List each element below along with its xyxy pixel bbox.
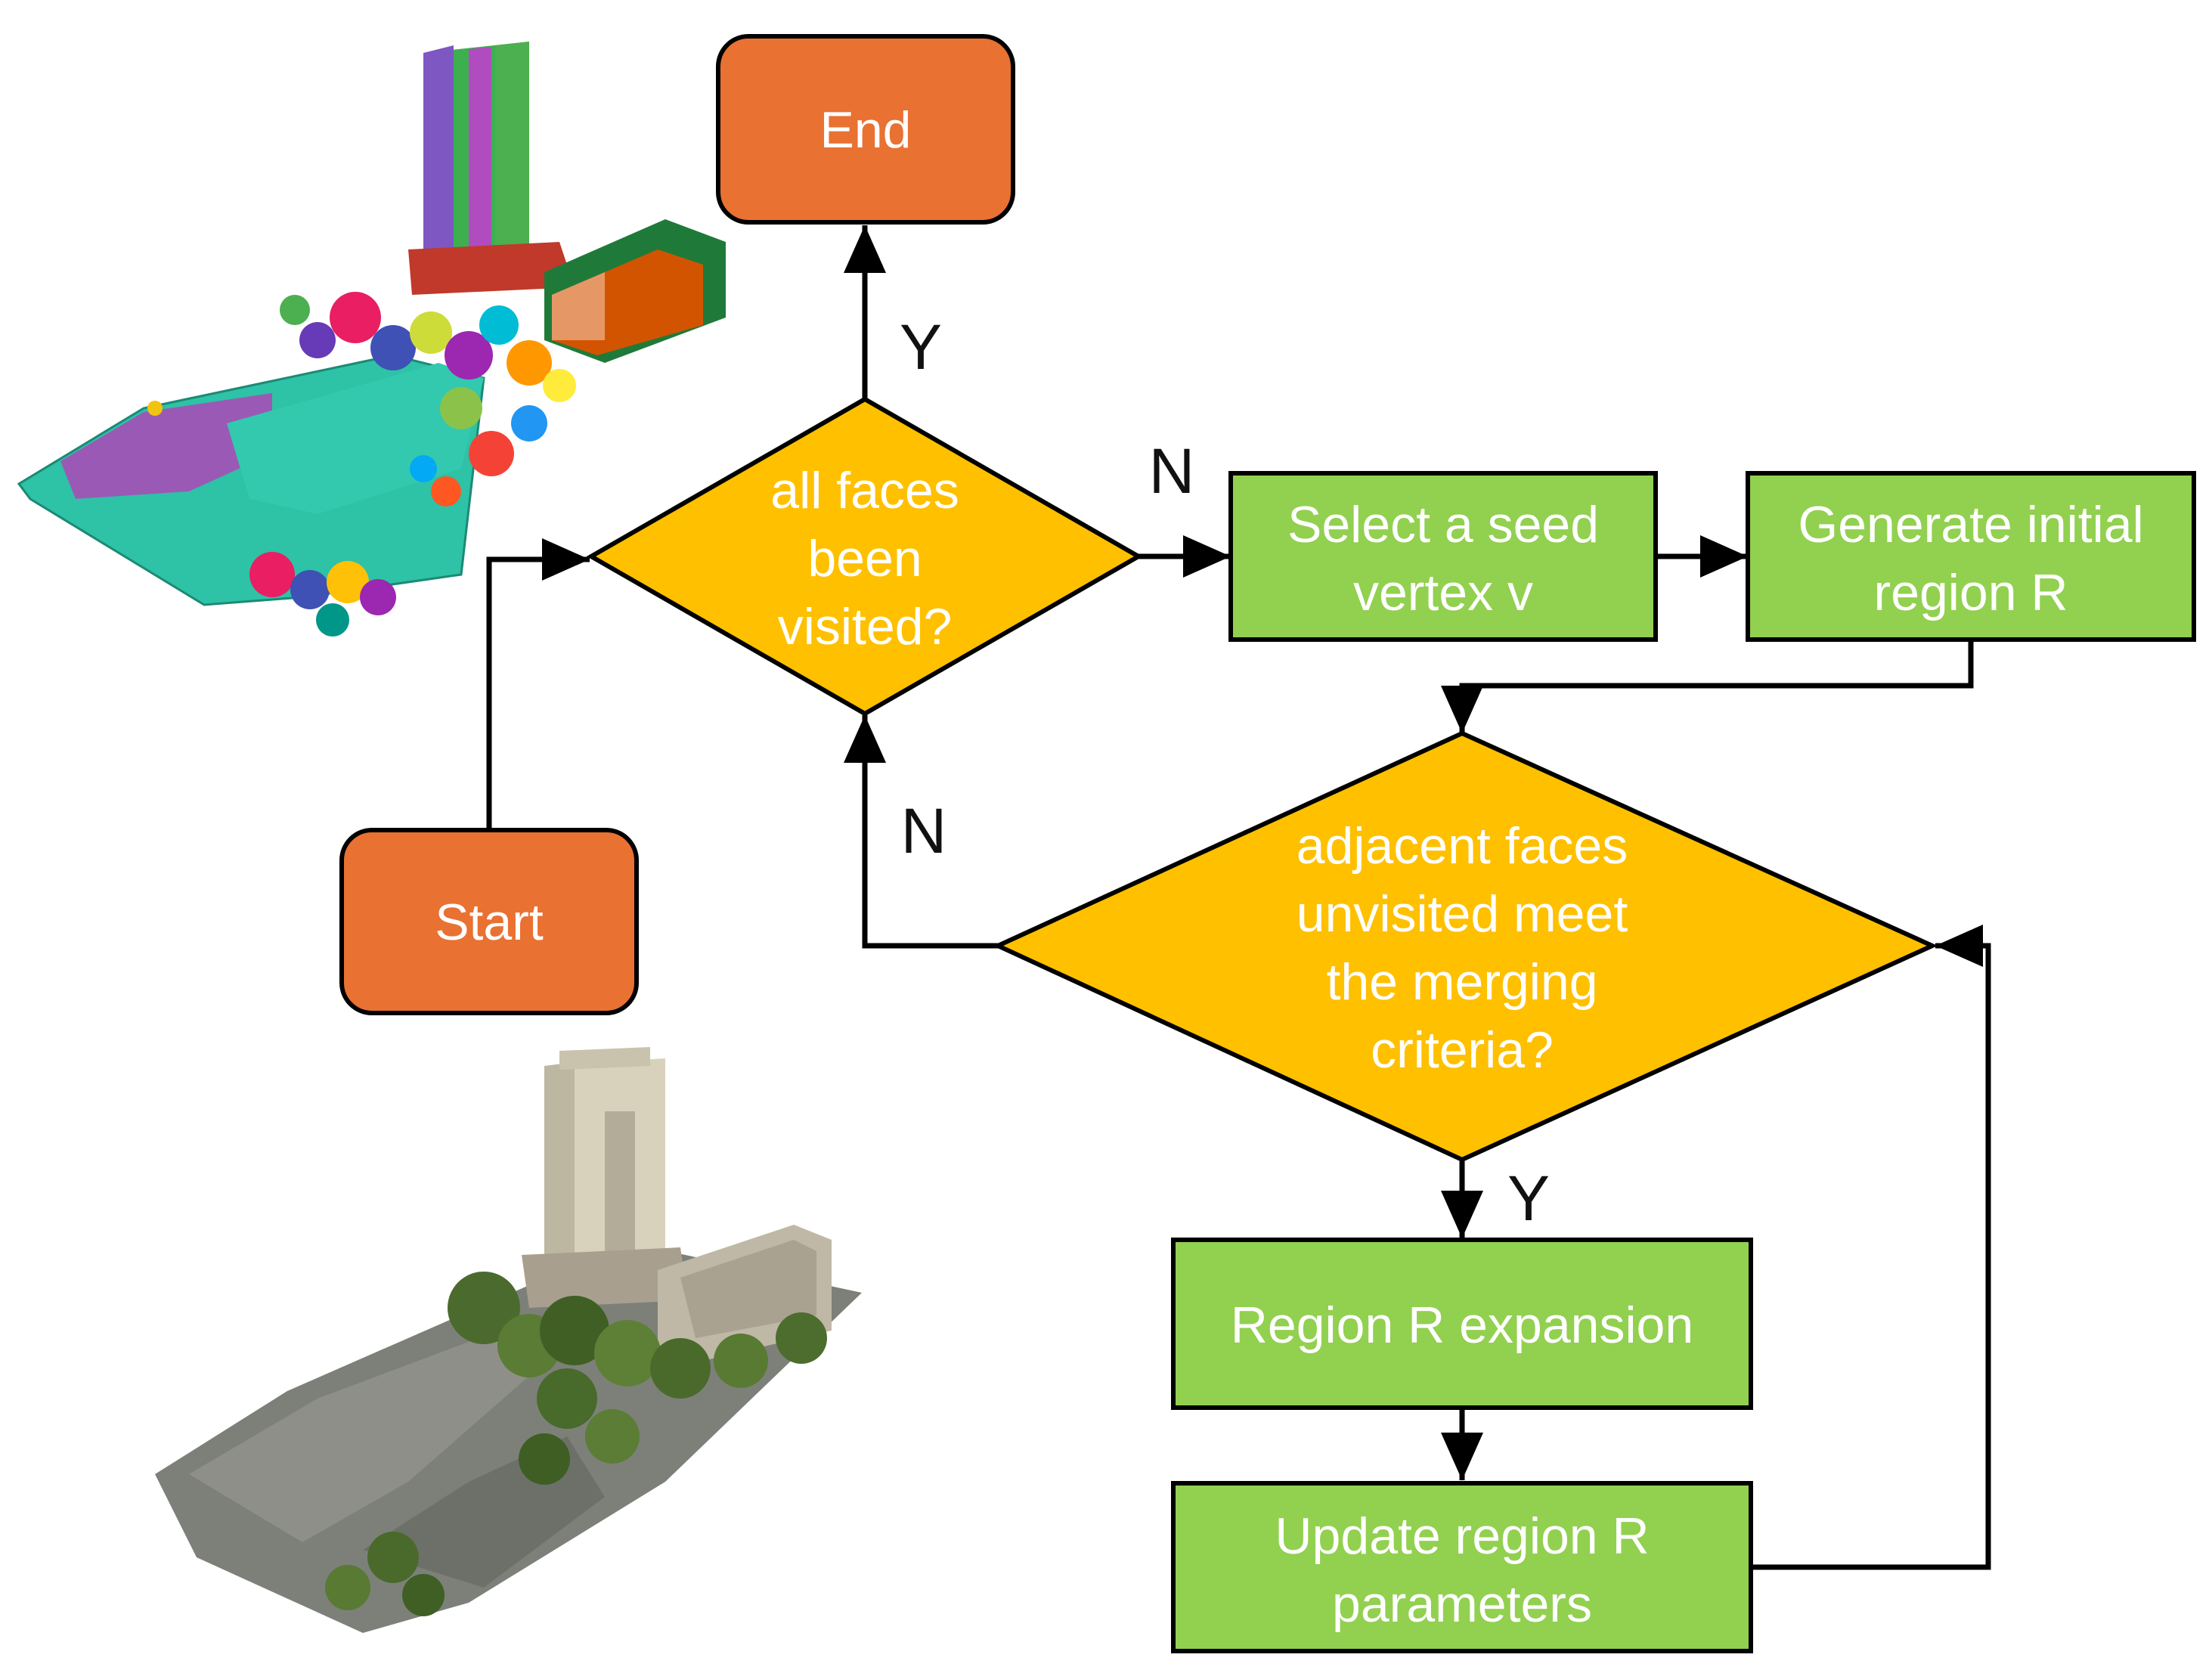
decision2-line-4: criteria?	[1371, 1021, 1554, 1079]
expansion-label: Region R expansion	[1231, 1297, 1693, 1354]
decision-merging-criteria: adjacent faces unvisited meet the mergin…	[992, 730, 1938, 1163]
label-n-back: N	[901, 795, 947, 866]
edge-update-to-decision2	[1752, 925, 1991, 1570]
process-region-expansion: Region R expansion	[1171, 1238, 1753, 1410]
start-terminal: Start	[339, 828, 639, 1015]
update-line-2: parameters	[1332, 1575, 1592, 1633]
textured-3d-model-illustration	[155, 1047, 862, 1633]
start-label: Start	[435, 894, 544, 951]
edge-initial-to-decision2	[1441, 640, 1974, 733]
update-line-1: Update region R	[1275, 1507, 1649, 1565]
decision2-line-3: the merging	[1326, 953, 1597, 1011]
decision-all-faces-visited: all faces been visited?	[586, 396, 1144, 717]
seed-line-1: Select a seed	[1287, 496, 1599, 553]
label-y-to-expand: Y	[1507, 1163, 1550, 1234]
segmented-mesh-illustration	[17, 42, 726, 637]
process-select-seed: Select a seed vertex v	[1228, 471, 1658, 642]
decision2-line-1: adjacent faces	[1297, 817, 1628, 875]
decision1-line-2: been	[807, 530, 922, 587]
process-generate-initial-region: Generate initial region R	[1746, 471, 2196, 642]
seed-line-2: vertex v	[1353, 564, 1533, 621]
connectors	[486, 225, 1991, 1570]
label-n-to-seed: N	[1149, 435, 1195, 507]
edge-decision2-to-decision1	[844, 715, 998, 949]
end-label: End	[820, 101, 912, 159]
label-y-to-end: Y	[900, 311, 942, 383]
decision1-line-3: visited?	[778, 598, 953, 655]
process-update-region: Update region R parameters	[1171, 1481, 1753, 1653]
edge-start-to-decision1	[486, 538, 590, 830]
initial-line-1: Generate initial	[1798, 496, 2143, 553]
decision1-line-1: all faces	[770, 462, 959, 519]
initial-line-2: region R	[1873, 564, 2068, 621]
end-terminal: End	[716, 34, 1015, 225]
decision2-line-2: unvisited meet	[1297, 885, 1628, 943]
